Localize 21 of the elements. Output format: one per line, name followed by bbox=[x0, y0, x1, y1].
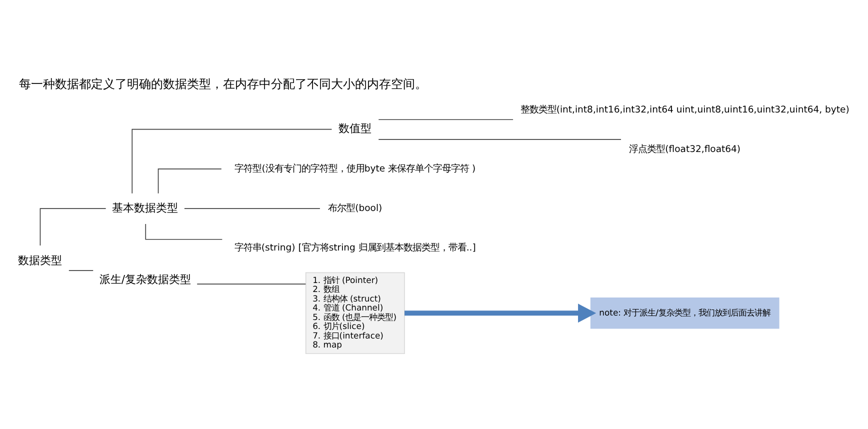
node-text: 数值型 bbox=[338, 122, 372, 136]
node-text: 布尔型(bool) bbox=[328, 202, 382, 214]
connector bbox=[145, 224, 223, 240]
node-box: note: 对于派生/复杂类型，我们放到后面去讲解 bbox=[590, 298, 780, 329]
node-text: 数据类型 bbox=[18, 254, 62, 267]
node-text: 字符串(string) [官方将string 归属到基本数据类型，带看..] bbox=[234, 242, 476, 254]
node-text: 字符型(没有专门的字符型，使用byte 来保存单个字母字符 ) bbox=[234, 163, 476, 174]
connector bbox=[158, 168, 222, 194]
node-text: 浮点类型(float32,float64) bbox=[629, 144, 741, 155]
node-box: 1. 指针 (Pointer) 2. 数组 3. 结构体 (struct) 4. 管道 (Channel) 5. 函数 (也是一种类型) 6. 切片(slice) 7. 接口(interface) 8. map bbox=[305, 272, 405, 354]
arrow bbox=[404, 304, 596, 323]
connector bbox=[184, 208, 320, 210]
connector bbox=[132, 128, 332, 194]
connector bbox=[68, 270, 94, 271]
connector bbox=[378, 119, 514, 120]
node-text: 基本数据类型 bbox=[112, 201, 178, 214]
diagram-title: 每一种数据都定义了明确的数据类型，在内存中分配了不同大小的内存空间。 bbox=[18, 77, 427, 92]
node-text: 派生/复杂数据类型 bbox=[99, 273, 192, 286]
node-text: 整数类型(int,int8,int16,int32,int64 uint,uint8,uint16,uint32,uint64, byte) bbox=[520, 104, 850, 116]
connector bbox=[378, 139, 622, 140]
connector bbox=[40, 208, 106, 246]
